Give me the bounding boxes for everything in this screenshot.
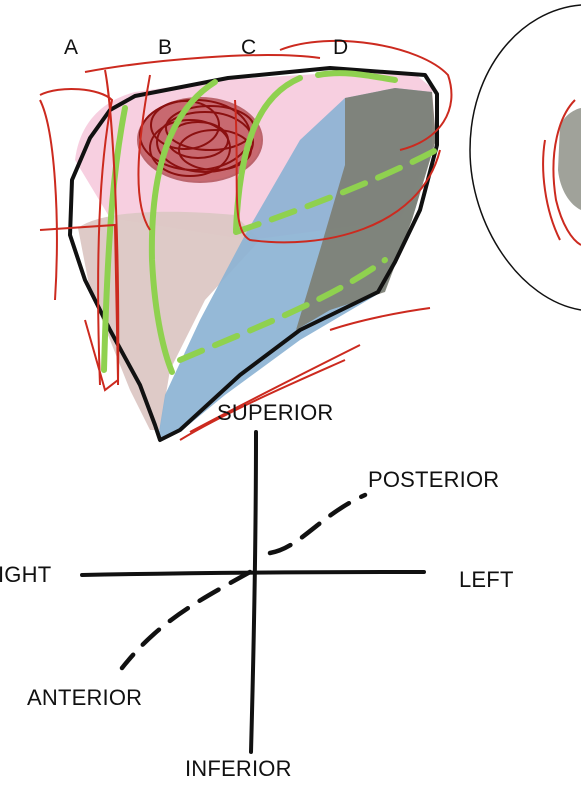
segment-label-a: A xyxy=(64,37,78,58)
segment-label-d: D xyxy=(333,37,348,58)
horizontal-axis xyxy=(82,572,424,575)
segment-label-b: B xyxy=(158,37,172,58)
inferior-label: INFERIOR xyxy=(185,758,292,780)
left-label: LEFT xyxy=(459,569,514,591)
superior-label: SUPERIOR xyxy=(217,402,334,424)
segment-label-c: C xyxy=(241,37,256,58)
partial-second-organ xyxy=(470,5,581,310)
anterior-dashed-axis xyxy=(122,572,250,668)
posterior-label: POSTERIOR xyxy=(368,469,499,491)
posterior-dashed-axis xyxy=(270,495,365,553)
vertical-axis xyxy=(251,432,256,752)
right-label: IGHT xyxy=(0,564,51,586)
anterior-label: ANTERIOR xyxy=(27,687,142,709)
